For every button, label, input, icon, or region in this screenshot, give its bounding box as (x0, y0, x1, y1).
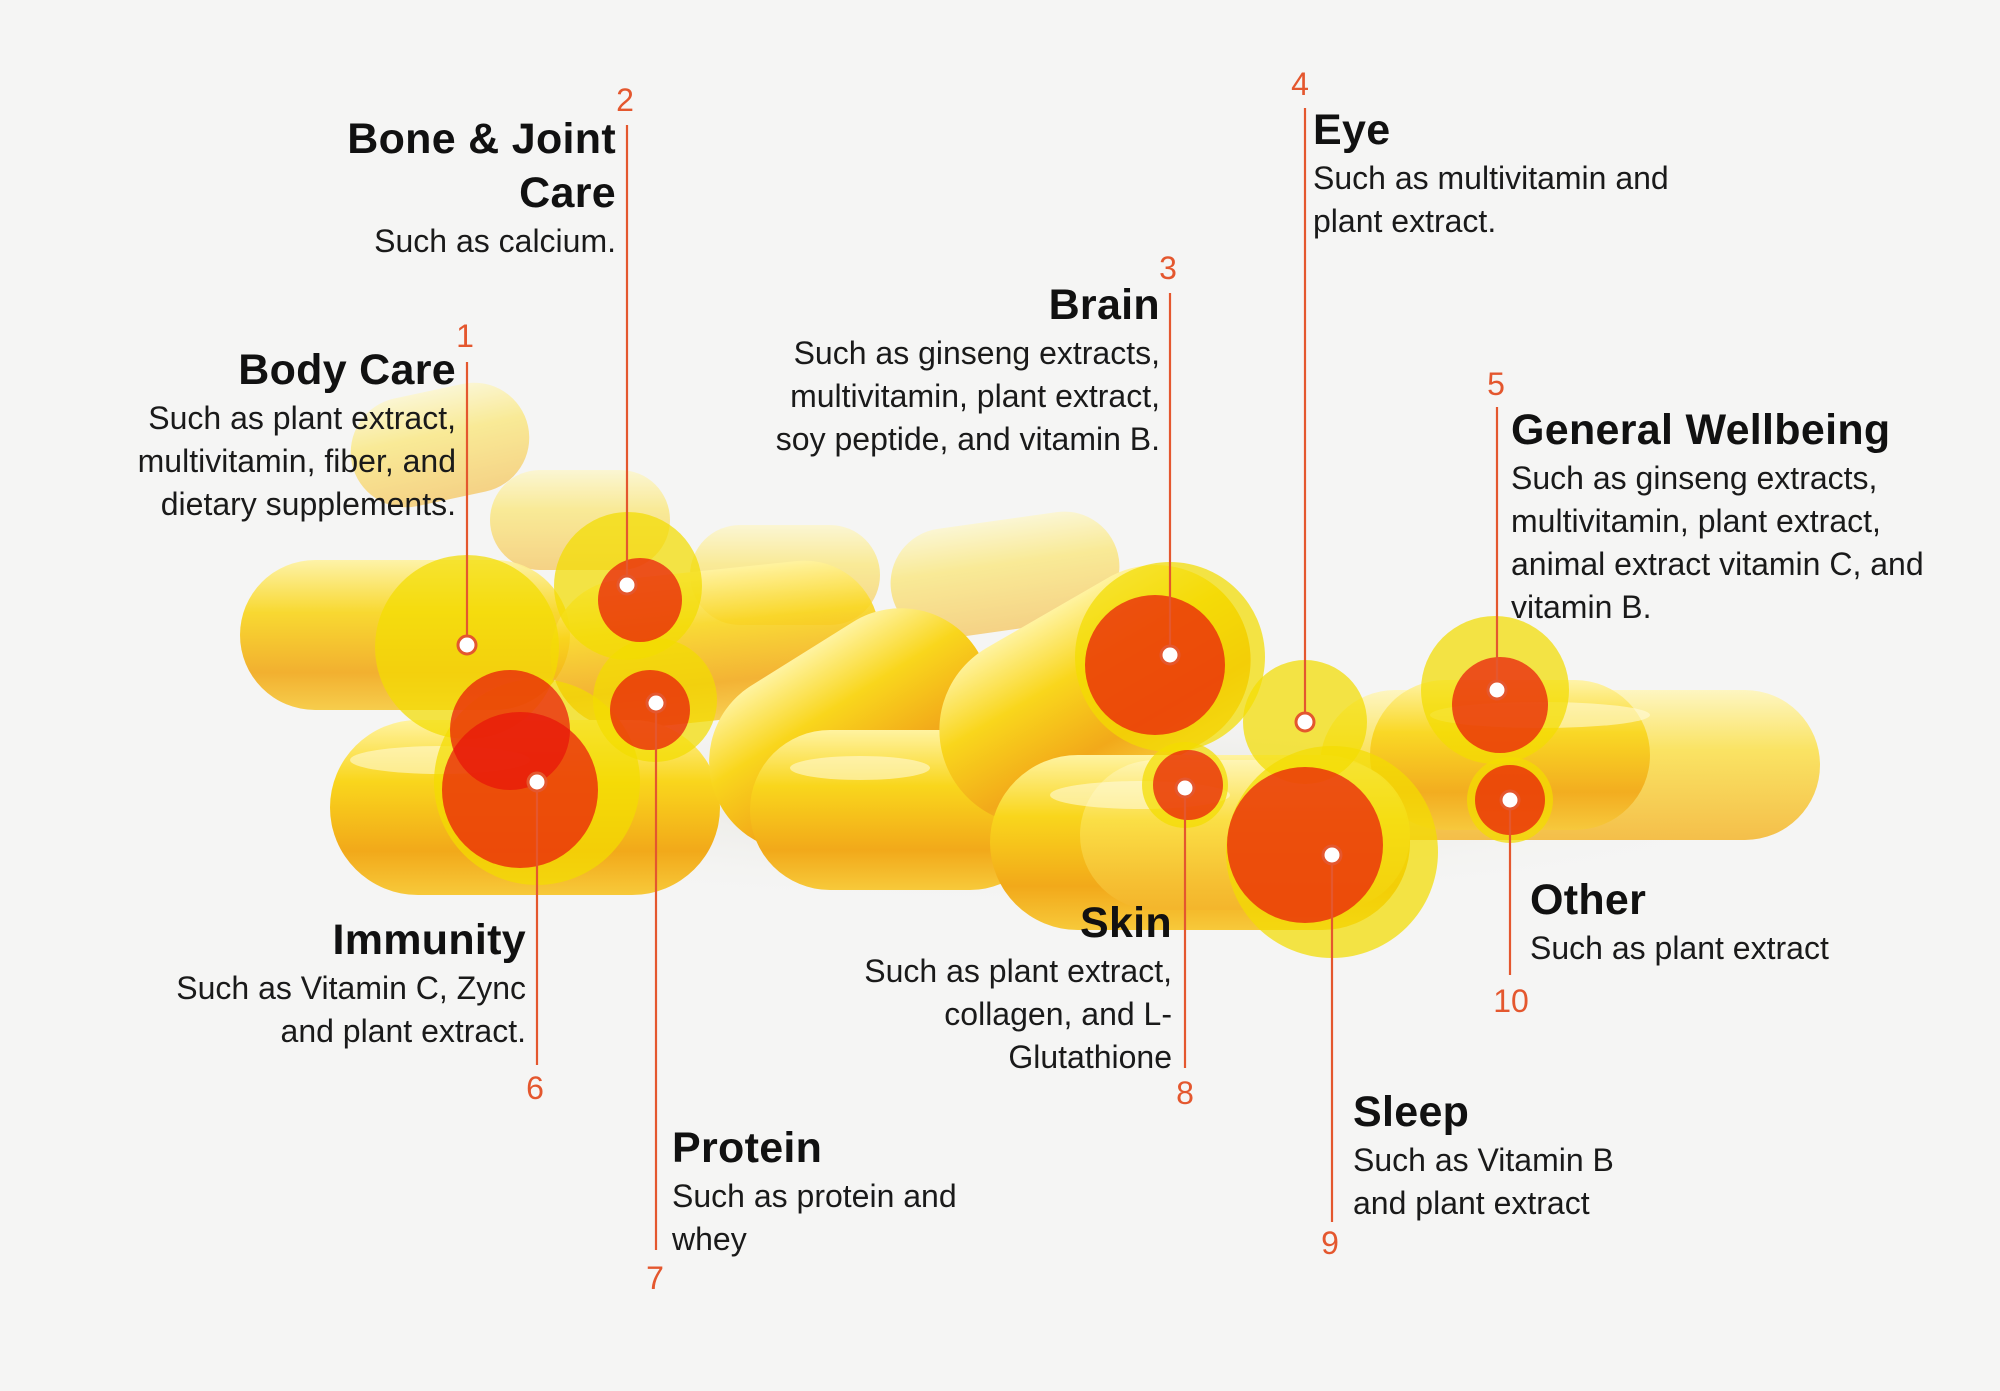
category-description: Such as plant extract, collagen, and L-G… (864, 953, 1172, 1075)
category-title: Protein (672, 1124, 823, 1172)
category-title: Skin (1079, 899, 1172, 947)
callout-number-7: 7 (646, 1260, 664, 1296)
category-title: Eye (1313, 106, 1391, 154)
category-sleep: Sleep Such as Vitamin B and plant extrac… (1353, 1085, 1673, 1225)
category-title: Brain (1048, 281, 1160, 329)
callout-number-1: 1 (456, 318, 474, 354)
callout-number-5: 5 (1487, 366, 1505, 402)
category-description: Such as multivitamin and plant extract. (1313, 160, 1669, 239)
category-other: Other Such as plant extract (1530, 873, 1910, 970)
marker-dot-1 (456, 634, 478, 656)
callout-number-3: 3 (1159, 250, 1177, 286)
category-brain: Brain Such as ginseng extracts, multivit… (760, 278, 1160, 461)
callout-number-6: 6 (526, 1070, 544, 1106)
category-title: Sleep (1353, 1088, 1470, 1136)
category-description: Such as ginseng extracts, multivitamin, … (775, 335, 1160, 457)
category-title: General Wellbeing (1511, 406, 1891, 454)
category-description: Such as Vitamin C, Zync and plant extrac… (176, 970, 526, 1049)
leader-lines (465, 108, 1512, 1250)
category-protein: Protein Such as protein and whey (672, 1121, 1022, 1261)
marker-dot-2 (616, 574, 638, 596)
category-eye: Eye Such as multivitamin and plant extra… (1313, 103, 1673, 243)
marker-dot-3 (1159, 644, 1181, 666)
callout-number-10: 10 (1493, 983, 1529, 1019)
marker-dot-7 (645, 692, 667, 714)
category-general-wellbeing: General Wellbeing Such as ginseng extrac… (1511, 403, 1966, 629)
callout-number-8: 8 (1176, 1075, 1194, 1111)
category-bone-joint-care: Bone & Joint Care Such as calcium. (300, 112, 616, 263)
category-skin: Skin Such as plant extract, collagen, an… (800, 896, 1172, 1079)
category-description: Such as ginseng extracts, multivitamin, … (1511, 460, 1924, 625)
category-description: Such as calcium. (374, 223, 616, 259)
marker-dot-6 (526, 771, 548, 793)
category-description: Such as Vitamin B and plant extract (1353, 1142, 1614, 1221)
marker-dots (456, 574, 1521, 866)
category-description: Such as plant extract, multivitamin, fib… (137, 400, 456, 522)
callout-number-2: 2 (616, 82, 634, 118)
category-immunity: Immunity Such as Vitamin C, Zync and pla… (120, 913, 526, 1053)
callout-number-9: 9 (1321, 1225, 1339, 1261)
category-description: Such as plant extract (1530, 930, 1829, 966)
highlight-bubbles-red (442, 558, 1548, 923)
category-description: Such as protein and whey (672, 1178, 957, 1257)
callout-number-4: 4 (1291, 66, 1309, 102)
marker-dot-9 (1321, 844, 1343, 866)
category-title: Other (1530, 876, 1647, 924)
marker-dot-4 (1294, 711, 1316, 733)
category-title: Bone & Joint Care (347, 115, 616, 217)
marker-dot-5 (1486, 679, 1508, 701)
marker-dot-8 (1174, 777, 1196, 799)
category-title: Body Care (238, 346, 456, 394)
category-title: Immunity (332, 916, 526, 964)
category-body-care: Body Care Such as plant extract, multivi… (60, 343, 456, 526)
marker-dot-10 (1499, 789, 1521, 811)
